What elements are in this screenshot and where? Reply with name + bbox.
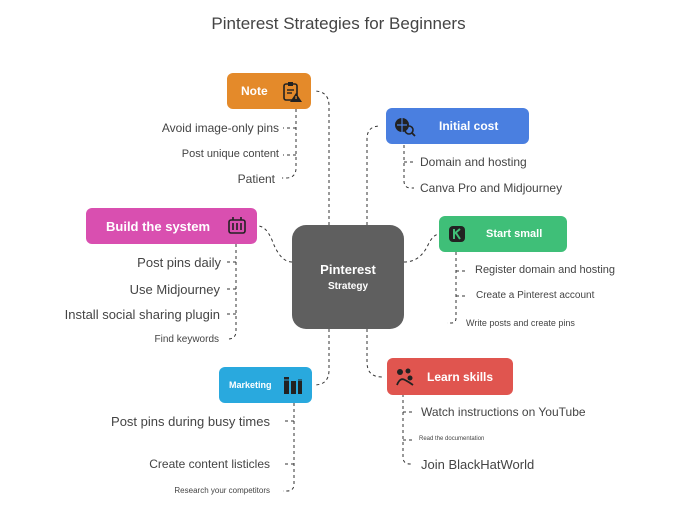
start-small-item-1: Register domain and hosting: [475, 264, 616, 276]
central-node: Pinterest Strategy: [292, 225, 404, 329]
central-node-subtitle: Strategy: [327, 281, 368, 292]
build-system-item-2: Use Midjourney: [129, 282, 220, 297]
marketing-item-1: Post pins during busy times: [111, 414, 270, 429]
branch-marketing: Marketing: [219, 367, 312, 403]
marketing-item-3: Research your competitors: [174, 486, 270, 495]
money-search-icon: [393, 115, 417, 137]
note-item-2: Post unique content: [181, 148, 279, 160]
learn-skills-item-3: Join BlackHatWorld: [421, 457, 535, 472]
server-gear-icon: [226, 215, 248, 237]
initial-cost-item-2: Canva Pro and Midjourney: [420, 181, 563, 195]
note-item-1: Avoid image-only pins: [161, 121, 279, 135]
start-small-item-2: Create a Pinterest account: [476, 290, 595, 301]
build-system-item-4: Find keywords: [154, 334, 219, 345]
branch-learn-skills-label: Learn skills: [427, 369, 494, 384]
branch-note-label: Note: [241, 84, 268, 98]
clipboard-warning-icon: [281, 81, 303, 103]
branch-marketing-label: Marketing: [229, 380, 272, 390]
branch-start-small-label: Start small: [486, 228, 543, 240]
branch-learn-skills: Learn skills: [387, 358, 513, 395]
branch-build-system-label: Build the system: [106, 218, 211, 234]
note-item-3: Patient: [237, 172, 275, 186]
initial-cost-item-1: Domain and hosting: [420, 155, 527, 169]
build-system-item-1: Post pins daily: [137, 255, 221, 270]
k-logo-icon: [447, 224, 467, 244]
branch-note: Note: [227, 73, 311, 109]
branch-initial-cost-label: Initial cost: [439, 119, 499, 133]
start-small-item-3: Write posts and create pins: [466, 318, 575, 328]
skills-icon: [394, 366, 416, 388]
page-title: Pinterest Strategies for Beginners: [211, 14, 466, 33]
learn-skills-item-1: Watch instructions on YouTube: [421, 405, 586, 419]
branch-start-small: Start small: [439, 216, 567, 252]
marketing-item-2: Create content listicles: [149, 457, 270, 471]
branch-build-system: Build the system: [86, 208, 257, 244]
branch-initial-cost: Initial cost: [386, 108, 529, 144]
central-node-title: Pinterest: [320, 262, 376, 277]
learn-skills-item-2: Read the documentation: [419, 436, 485, 442]
bar-chart-icon: [282, 375, 304, 396]
build-system-item-3: Install social sharing plugin: [64, 307, 220, 322]
